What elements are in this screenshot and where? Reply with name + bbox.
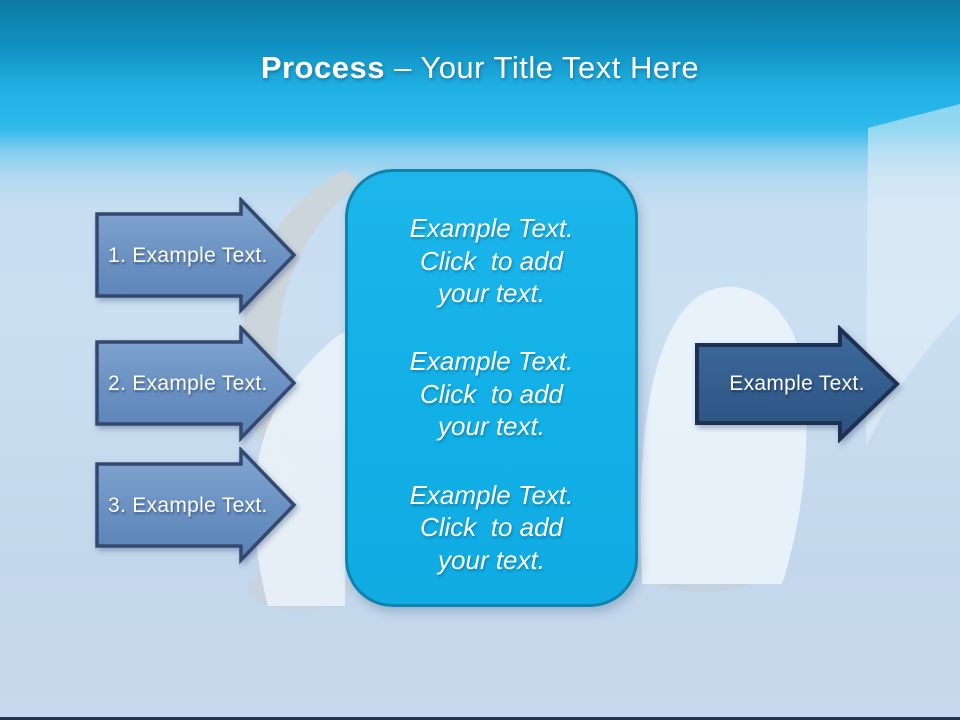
slide-bottom-border [0, 717, 960, 720]
step-arrow-3[interactable]: 3. Example Text. [94, 447, 300, 565]
step-arrow-3-label: 3. Example Text. [108, 494, 268, 517]
step-arrow-1[interactable]: 1. Example Text. [94, 197, 300, 315]
slide-title-bold: Process [260, 50, 385, 85]
panel-placeholder-text-3[interactable]: Example Text. Click to add your text. [409, 479, 574, 575]
step-arrow-2-label: 2. Example Text. [108, 372, 268, 395]
center-text-panel[interactable]: Example Text. Click to add your text. Ex… [345, 169, 638, 607]
step-arrow-2[interactable]: 2. Example Text. [94, 325, 300, 443]
panel-placeholder-text-1[interactable]: Example Text. Click to add your text. [409, 213, 574, 308]
output-arrow-label: Example Text. [729, 372, 865, 395]
panel-placeholder-text-2[interactable]: Example Text. Click to add your text. [409, 346, 574, 442]
slide-title-rest: – Your Title Text Here [384, 50, 700, 85]
slide-title: Process – Your Title Text Here [0, 50, 960, 86]
output-arrow[interactable]: Example Text. [694, 325, 900, 443]
step-arrow-1-label: 1. Example Text. [108, 244, 268, 267]
